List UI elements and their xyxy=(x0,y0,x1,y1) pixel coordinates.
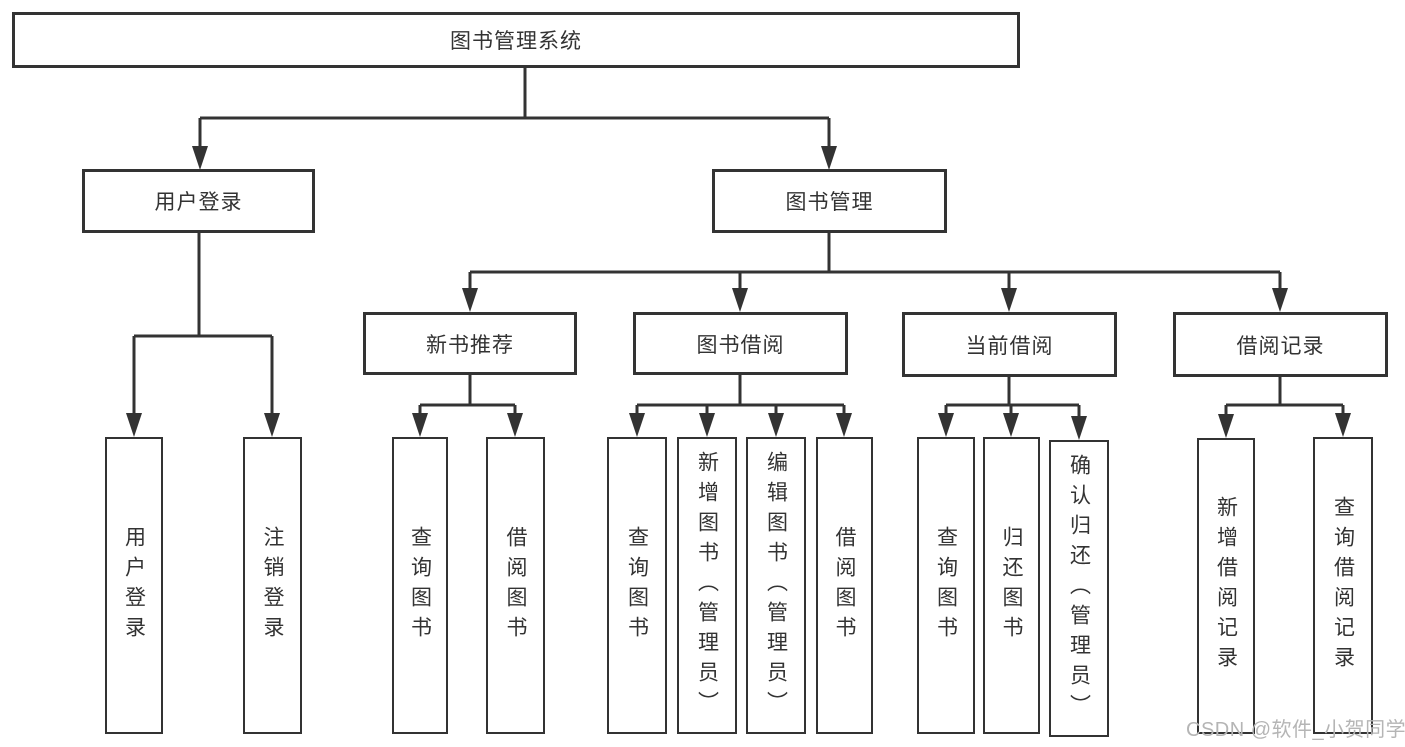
node-label: 归还图书 xyxy=(1000,525,1023,646)
node-library-management-system: 图书管理系统 xyxy=(12,12,1020,68)
node-leaf-query-books: 查询图书 xyxy=(392,437,448,734)
node-book-borrowing: 图书借阅 xyxy=(633,312,848,375)
node-label: 当前借阅 xyxy=(965,334,1054,358)
csdn-watermark: CSDN @软件_小贺同学 xyxy=(1186,719,1405,741)
node-user-login: 用户登录 xyxy=(82,169,315,233)
node-current-borrowing: 当前借阅 xyxy=(902,312,1117,377)
node-label: 查询图书 xyxy=(934,525,958,646)
node-label: 用户登录 xyxy=(154,191,243,214)
node-leaf-add-books-admin: 新增图书（管理员） xyxy=(677,437,737,734)
node-label: 新增借阅记录 xyxy=(1214,496,1238,676)
node-leaf-confirm-return-admin: 确认归还（管理员） xyxy=(1049,440,1109,737)
node-label: 编辑图书（管理员） xyxy=(764,450,788,721)
node-leaf-edit-books-admin: 编辑图书（管理员） xyxy=(746,437,806,734)
node-label: 新书推荐 xyxy=(426,333,514,357)
node-leaf-borrow-books: 借阅图书 xyxy=(486,437,545,734)
node-label: 借阅图书 xyxy=(504,525,527,646)
node-leaf-borrow-books: 借阅图书 xyxy=(816,437,873,734)
node-label: 查询借阅记录 xyxy=(1331,495,1355,676)
node-label: 用户登录 xyxy=(122,525,146,646)
node-label: 借阅图书 xyxy=(833,525,856,646)
node-label: 新增图书（管理员） xyxy=(695,450,719,721)
node-leaf-user-login: 用户登录 xyxy=(105,437,163,734)
arrowhead-icons xyxy=(126,146,1351,440)
connector-segments xyxy=(132,68,1345,416)
node-label: 图书管理 xyxy=(785,191,874,214)
node-label: 图书借阅 xyxy=(696,333,785,357)
node-label: 查询图书 xyxy=(408,525,432,646)
node-borrowing-records: 借阅记录 xyxy=(1173,312,1388,377)
node-label: 注销登录 xyxy=(261,525,284,646)
node-book-management: 图书管理 xyxy=(712,169,947,233)
node-leaf-return-books: 归还图书 xyxy=(983,437,1040,734)
node-leaf-add-borrow-record: 新增借阅记录 xyxy=(1197,438,1255,734)
node-label: 借阅记录 xyxy=(1236,334,1325,358)
node-label: 查询图书 xyxy=(625,525,649,646)
node-leaf-query-books: 查询图书 xyxy=(917,437,975,734)
node-new-book-recommendation: 新书推荐 xyxy=(363,312,577,375)
node-label: 确认归还（管理员） xyxy=(1067,453,1091,724)
node-leaf-query-books: 查询图书 xyxy=(607,437,667,734)
node-leaf-query-borrow-record: 查询借阅记录 xyxy=(1313,437,1373,734)
node-label: 图书管理系统 xyxy=(450,30,582,53)
node-leaf-logout: 注销登录 xyxy=(243,437,302,734)
